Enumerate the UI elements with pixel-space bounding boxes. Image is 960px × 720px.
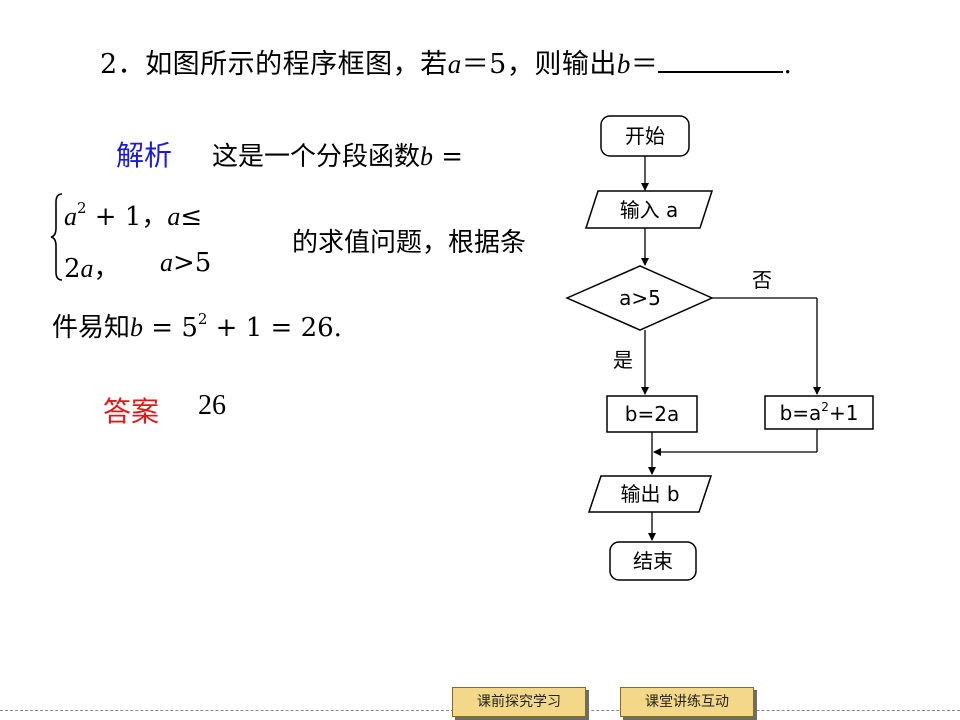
case-1-cond: ≤	[180, 202, 203, 232]
question-var-b: b	[616, 49, 631, 79]
question-text-2: ＝5，则输出	[461, 49, 617, 80]
flow-decision-label: a>5	[619, 286, 661, 310]
answer-blank	[658, 49, 784, 73]
flow-no-label: 否	[752, 268, 772, 292]
question-line: 2．如图所示的程序框图，若a＝5，则输出b＝.	[100, 42, 792, 81]
analysis-line-2: 的求值问题，根据条	[292, 228, 527, 258]
piecewise-case-1: a2 + 1，a≤	[64, 196, 202, 233]
flow-input-node	[584, 190, 714, 229]
question-number: 2．	[100, 49, 146, 80]
case-2-a: a	[80, 254, 94, 283]
flow-start-label: 开始	[625, 124, 665, 148]
flow-yes-label: 是	[613, 348, 633, 372]
flow-output-label: 输出 b	[620, 482, 679, 506]
flow-no-box-suffix: +1	[829, 401, 858, 425]
piecewise-brace	[50, 193, 63, 281]
case-2-num: 2	[64, 254, 81, 284]
flow-no-box-prefix: b=a	[780, 401, 822, 425]
answer-value: 26	[198, 390, 226, 421]
flow-yes-box	[606, 395, 698, 433]
question-var-a: a	[447, 49, 462, 79]
flow-end-label: 结束	[633, 549, 673, 573]
case-1-a: a	[64, 202, 77, 231]
flow-no-box-label: b=a2+1	[780, 400, 859, 425]
flow-yes-box-label: b=2a	[625, 402, 679, 426]
analysis-line-3-var: b	[130, 313, 144, 342]
case-1-rest: + 1，	[86, 202, 168, 232]
flow-no-box-exp: 2	[821, 400, 829, 414]
analysis-line-1-text: 这是一个分段函数	[212, 142, 421, 172]
piecewise-case-2: 2a，	[64, 248, 120, 285]
case-1-cond-a: a	[167, 202, 181, 231]
flow-output-node	[587, 475, 713, 513]
analysis-line-3-eq: = 5	[143, 313, 198, 343]
question-text-3: ＝	[630, 49, 659, 80]
analysis-label: 解析	[116, 139, 173, 172]
analysis-line-3: 件易知b = 52 + 1 = 26.	[52, 307, 342, 344]
case-2-sep: ，	[93, 254, 120, 284]
question-text-1: 如图所示的程序框图，若	[145, 49, 448, 80]
answer-label: 答案	[103, 395, 160, 428]
piecewise-case-2-condition: a>5	[160, 248, 211, 278]
flow-input-label: 输入 a	[620, 198, 679, 222]
analysis-var-b: b	[420, 142, 434, 171]
question-end: .	[783, 49, 793, 80]
nav-next-button[interactable]: 课堂讲练互动	[620, 687, 754, 717]
flow-end-node	[609, 541, 697, 581]
analysis-line-3-exp: 2	[197, 310, 208, 328]
analysis-eq: =	[433, 142, 464, 172]
flow-no-box	[764, 395, 874, 430]
analysis-line-1: 这是一个分段函数b =	[212, 136, 463, 173]
analysis-line-3-rest: + 1 = 26.	[207, 313, 342, 343]
nav-prev-button[interactable]: 课前探究学习	[452, 687, 586, 717]
analysis-line-3-prefix: 件易知	[52, 313, 131, 343]
case-2-cond: >5	[173, 248, 212, 278]
case-2-cond-a: a	[160, 248, 173, 277]
case-1-exp: 2	[77, 199, 87, 217]
